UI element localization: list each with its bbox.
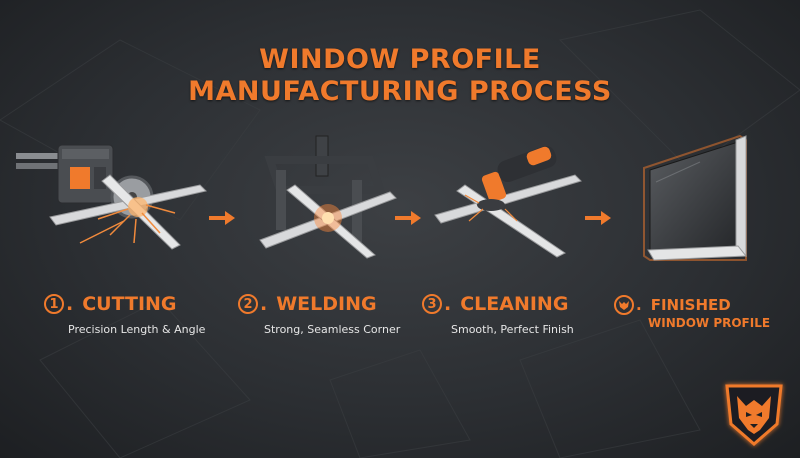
- step-3-heading: 3. CLEANING: [422, 291, 568, 317]
- saw-cutting-illustration: [16, 144, 207, 250]
- final-label: FINISHED: [650, 296, 731, 314]
- step-3-description: Smooth, Perfect Finish: [451, 323, 574, 336]
- finished-window-illustration: [643, 134, 748, 261]
- wolf-logo-icon: [725, 384, 783, 446]
- step-label: CUTTING: [82, 293, 177, 315]
- step-2-heading: 2. WELDING: [238, 291, 377, 317]
- arrow-right-icon: [585, 211, 611, 225]
- step-1-heading: 1. CUTTING: [44, 291, 177, 317]
- page-title-line-1: WINDOW PROFILE: [259, 44, 541, 75]
- final-sublabel: WINDOW PROFILE: [648, 316, 771, 330]
- wolf-emblem-icon: [614, 295, 634, 315]
- step-label: CLEANING: [460, 293, 569, 315]
- page-title-line-2: MANUFACTURING PROCESS: [188, 76, 612, 107]
- final-heading: . FINISHED: [614, 293, 731, 317]
- step-number: 2: [238, 294, 258, 314]
- welding-illustration: [259, 135, 397, 259]
- step-number: 1: [44, 294, 64, 314]
- step-1-description: Precision Length & Angle: [68, 323, 206, 336]
- arrow-right-icon: [395, 211, 421, 225]
- step-2-description: Strong, Seamless Corner: [264, 323, 401, 336]
- cleaning-illustration: [434, 145, 582, 258]
- step-number: 3: [422, 294, 442, 314]
- arrow-right-icon: [209, 211, 235, 225]
- step-label: WELDING: [276, 293, 377, 315]
